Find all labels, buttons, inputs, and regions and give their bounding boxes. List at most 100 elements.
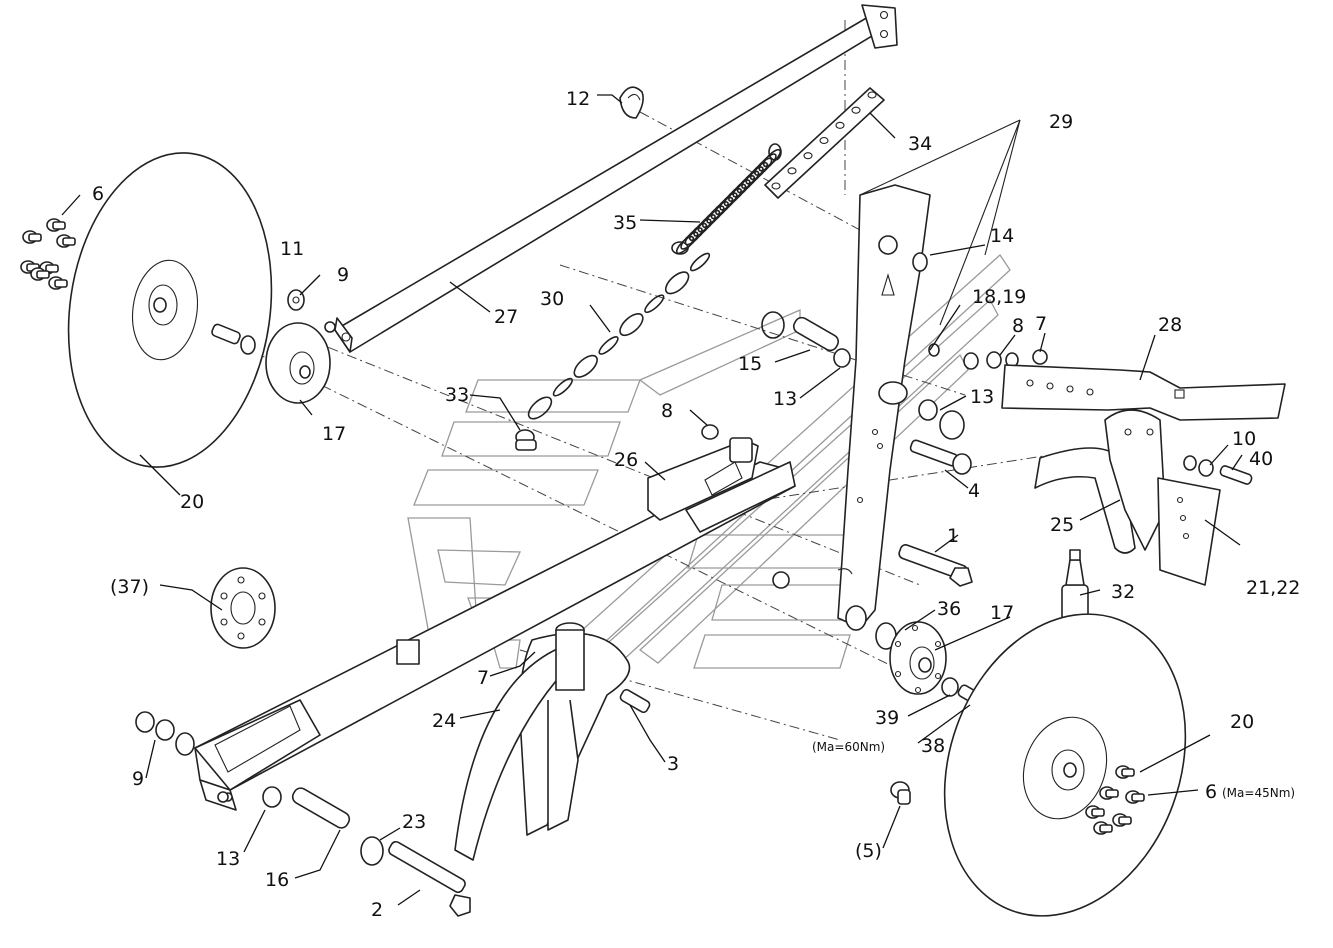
callout-20-left: 20 xyxy=(180,491,204,513)
spring-coil xyxy=(693,218,712,237)
callout-32: 32 xyxy=(1111,581,1135,603)
callout-13-right: 13 xyxy=(970,386,994,408)
bolts-right xyxy=(1085,765,1145,835)
disc-blade-right xyxy=(943,613,1187,917)
callout-7-bottom: 7 xyxy=(477,667,489,689)
spring-coil xyxy=(741,170,760,189)
callout-6-left: 6 xyxy=(92,183,104,205)
chain-link xyxy=(573,354,598,378)
callout-21-22: 21,22 xyxy=(1246,577,1300,599)
callout-2: 2 xyxy=(371,899,383,921)
bolt-pair xyxy=(909,439,972,475)
callout-10: 10 xyxy=(1232,428,1256,450)
callout-27: 27 xyxy=(494,306,518,328)
callout-37: (37) xyxy=(110,576,149,598)
spring-coil xyxy=(762,148,782,168)
spring-coil xyxy=(754,157,773,176)
spring-coil xyxy=(745,166,764,185)
callout-17-right: 17 xyxy=(990,602,1014,624)
callout-7-top: 7 xyxy=(1035,313,1047,335)
callout-20-right: 20 xyxy=(1230,711,1254,733)
plate-hole xyxy=(851,106,861,114)
spring-coil xyxy=(710,201,729,220)
callout-33: 33 xyxy=(445,384,469,406)
chain-link xyxy=(664,271,690,295)
tension-spring xyxy=(671,143,782,255)
callout-16: 16 xyxy=(265,869,289,891)
callout-34: 34 xyxy=(908,133,932,155)
spring-coil xyxy=(706,205,725,224)
spring-coil xyxy=(715,196,734,215)
callout-12: 12 xyxy=(566,88,590,110)
callout-18-19: 18,19 xyxy=(972,286,1026,308)
nut-stack-left xyxy=(135,711,282,808)
hub-left xyxy=(265,289,331,404)
spring-coil xyxy=(736,175,755,194)
spring-coil xyxy=(732,179,751,198)
chain-link xyxy=(689,252,711,272)
callout-13-center: 13 xyxy=(773,388,797,410)
pivot-bolt xyxy=(898,544,973,587)
callout-9-bottom: 9 xyxy=(132,768,144,790)
callout-1: 1 xyxy=(947,525,959,547)
flange-plate xyxy=(210,567,276,649)
chain-link xyxy=(644,294,665,314)
spring-coil xyxy=(723,188,742,207)
chain-link xyxy=(619,313,644,337)
plate-hole xyxy=(867,91,877,99)
callout-26: 26 xyxy=(614,449,638,471)
chain xyxy=(527,252,711,420)
callout-14: 14 xyxy=(990,225,1014,247)
callout-23: 23 xyxy=(402,811,426,833)
callout-24: 24 xyxy=(432,710,456,732)
tine-shank xyxy=(454,622,651,861)
spring-coil xyxy=(758,153,777,172)
toolbar-beam xyxy=(324,4,898,353)
leader-lines xyxy=(61,94,1243,906)
chain-link xyxy=(598,336,619,355)
disc-blade-left xyxy=(67,152,273,468)
frame-arm xyxy=(837,119,1021,631)
callout-13-bottom: 13 xyxy=(216,848,240,870)
callout-6-right: 6 xyxy=(1205,781,1217,803)
callout-40: 40 xyxy=(1249,448,1273,470)
rear-bracket xyxy=(1001,364,1286,586)
callout-11: 11 xyxy=(280,238,304,260)
callout-36: 36 xyxy=(937,598,961,620)
spring-coil xyxy=(719,192,738,211)
spring-coil xyxy=(684,227,703,246)
bolts-left xyxy=(20,218,76,290)
callout-39: 39 xyxy=(875,707,899,729)
callout-9-top: 9 xyxy=(337,264,349,286)
callout-5: (5) xyxy=(855,840,882,862)
spring-coil xyxy=(749,161,769,181)
plate-hole xyxy=(819,136,829,145)
spring-coil xyxy=(697,214,716,233)
callout-30: 30 xyxy=(540,288,564,310)
plate-hole xyxy=(803,152,813,160)
callout-25: 25 xyxy=(1050,514,1074,536)
spring-coil xyxy=(728,183,747,202)
callout-38: 38 xyxy=(921,735,945,757)
callout-3: 3 xyxy=(667,753,679,775)
callout-labels: 1 2 3 4 (5) 6 6 7 7 8 8 9 9 10 11 12 13 … xyxy=(92,88,1300,921)
lock-pin xyxy=(619,86,644,119)
callout-17-left: 17 xyxy=(322,423,346,445)
spring-coil xyxy=(688,222,708,242)
callout-15: 15 xyxy=(738,353,762,375)
dust-cap xyxy=(1061,549,1089,622)
callout-4: 4 xyxy=(968,480,980,502)
callout-35: 35 xyxy=(613,212,637,234)
chain-link xyxy=(527,396,553,420)
spring-coil xyxy=(680,231,699,250)
lower-pin-set xyxy=(291,787,471,917)
callout-28: 28 xyxy=(1158,314,1182,336)
torque-note-6: (Ma=45Nm) xyxy=(1222,786,1295,800)
shackle xyxy=(515,429,537,451)
chain-link xyxy=(552,377,573,397)
plate-hole xyxy=(787,167,797,175)
callout-8-left: 8 xyxy=(661,400,673,422)
adjustment-plate xyxy=(764,87,885,199)
loose-bolt xyxy=(890,781,911,805)
